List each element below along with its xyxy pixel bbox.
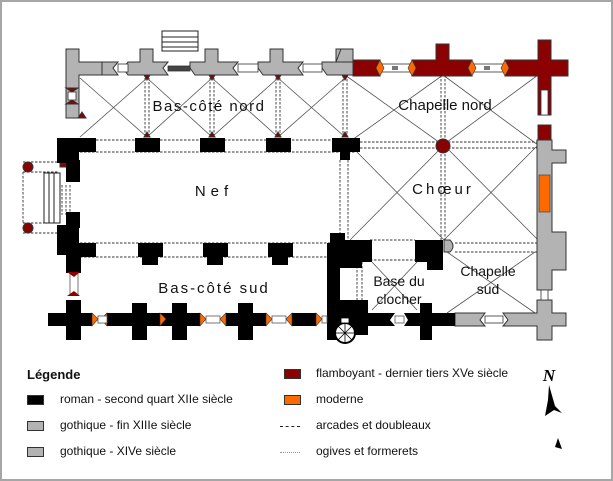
legend-swatch-roman [27,395,44,405]
room-label-base-du-clocher-line1: Base du [373,273,424,289]
room-label-chapelle-sud-line1: Chapelle [460,263,515,279]
legend-label-moderne: moderne [316,392,364,406]
spiral-staircase [334,317,356,344]
room-label-bas-cote-sud: Bas-côté sud [158,280,270,297]
legend-label-ogives: ogives et formerets [316,444,419,458]
legend-swatch-flamboyant [284,369,301,379]
legend-label-gothique-xiii: gothique - fin XIIIe siècle [60,418,192,432]
legend-title: Légende [27,367,81,382]
north-label: N [542,366,556,385]
legend-label-arcades: arcades et doubleaux [316,418,431,432]
legend-line-ogives [280,452,300,453]
vault-ribs [79,74,539,314]
legend-line-arcades [280,426,300,427]
legend-swatch-gothique-xiii [27,421,44,431]
legend-swatch-gothique-xiv [27,447,44,457]
west-window-caps [67,272,80,296]
legend-label-roman: roman - second quart XIIe siècle [60,392,233,406]
walls-roman [48,138,455,340]
north-stair [161,30,199,52]
room-label-bas-cote-nord: Bas-côté nord [153,98,266,115]
legend-label-flamboyant: flamboyant - dernier tiers XVe siècle [316,366,509,380]
west-porch-stair [43,172,61,224]
north-arrow: N [542,366,562,449]
legend-label-gothique-xiv: gothique - XIVe siècle [60,444,177,458]
room-label-choeur: Chœur [412,181,474,198]
legend-swatch-moderne [284,395,301,405]
room-label-base-du-clocher-line2: clocher [376,291,421,307]
room-label-chapelle-sud-line2: sud [477,281,500,297]
room-label-chapelle-nord: Chapelle nord [398,97,491,114]
north-arrow-small-icon [555,438,562,449]
walls-gothique [65,48,567,341]
north-arrow-icon [545,385,562,416]
room-label-nef: Nef [195,183,233,200]
